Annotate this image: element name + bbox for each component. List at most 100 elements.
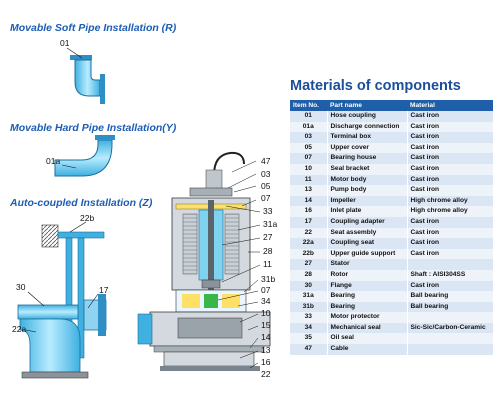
part-name-cell: Motor protector xyxy=(326,312,408,323)
material-cell xyxy=(407,344,493,355)
material-cell: High chrome alloy xyxy=(407,195,493,207)
materials-title: Materials of components xyxy=(290,78,461,94)
callout-pump-03: 03 xyxy=(261,169,271,179)
item-no-cell: 17 xyxy=(290,216,327,228)
pump-cross-section xyxy=(137,151,271,371)
material-cell: Ball bearing xyxy=(407,301,493,313)
material-cell xyxy=(407,333,493,345)
material-cell: Sic-Sic/Carbon-Ceramic xyxy=(407,322,493,334)
callout-pump-05: 05 xyxy=(261,181,271,191)
callout-pump-27: 27 xyxy=(263,232,273,242)
material-cell: Cast iron xyxy=(407,185,493,196)
item-no-cell: 10 xyxy=(290,163,327,175)
part-name-cell: Impeller xyxy=(326,195,408,207)
item-no-cell: 07 xyxy=(290,153,327,164)
item-no-cell: 47 xyxy=(290,344,327,355)
material-cell: Cast iron xyxy=(407,280,493,292)
part-name-cell: Motor body xyxy=(326,174,408,186)
material-cell xyxy=(407,259,493,270)
callout-auto-30: 30 xyxy=(16,282,26,292)
item-no-cell: 30 xyxy=(290,280,327,292)
auto-coupled-installation-title: Auto-coupled Installation (Z) xyxy=(10,197,153,209)
item-no-cell: 31b xyxy=(290,301,327,313)
callout-hard: 01a xyxy=(46,156,61,166)
part-name-cell: Stator xyxy=(326,259,408,270)
item-no-cell: 03 xyxy=(290,132,327,143)
material-cell: Cast iron xyxy=(407,121,493,133)
part-name-cell: Cable xyxy=(326,344,408,355)
part-name-cell: Bearing xyxy=(326,301,408,313)
callout-auto-22b: 22b xyxy=(80,213,95,223)
callout-pump-14: 14 xyxy=(261,332,271,342)
material-cell: Shaft : AISI304SS xyxy=(407,269,493,281)
item-no-cell: 35 xyxy=(290,333,327,345)
item-no-cell: 05 xyxy=(290,142,327,154)
part-name-cell: Flange xyxy=(326,280,408,292)
material-cell: Ball bearing xyxy=(407,291,493,302)
part-name-cell: Seat assembly xyxy=(326,227,408,239)
item-no-cell: 33 xyxy=(290,312,327,323)
item-no-cell: 34 xyxy=(290,322,327,334)
header-part-name: Part name xyxy=(327,100,407,111)
part-name-cell: Inlet plate xyxy=(326,206,408,217)
part-name-cell: Coupling adapter xyxy=(326,216,408,228)
part-name-cell: Mechanical seal xyxy=(326,322,408,334)
part-name-cell: Pump body xyxy=(326,185,408,196)
header-material: Material xyxy=(407,100,493,111)
auto-coupled-assembly xyxy=(17,221,107,379)
callout-auto-22a: 22a xyxy=(12,324,27,334)
material-cell: Cast iron xyxy=(407,142,493,154)
material-cell: Cast iron xyxy=(407,132,493,143)
item-no-cell: 28 xyxy=(290,269,327,281)
part-name-cell: Bearing house xyxy=(326,153,408,164)
material-cell: Cast iron xyxy=(407,111,493,122)
part-name-cell: Terminal box xyxy=(326,132,408,143)
part-name-cell: Rotor xyxy=(326,269,408,281)
material-cell: High chrome alloy xyxy=(407,206,493,217)
callout-pump-16: 16 xyxy=(261,357,271,367)
material-cell xyxy=(407,312,493,323)
callout-pump-33: 33 xyxy=(263,206,273,216)
callout-pump-15: 15 xyxy=(261,320,271,330)
material-cell: Cast iron xyxy=(407,153,493,164)
item-no-cell: 01 xyxy=(290,111,327,122)
item-no-cell: 13 xyxy=(290,185,327,196)
item-no-cell: 14 xyxy=(290,195,327,207)
callout-pump-31a: 31a xyxy=(263,219,278,229)
material-cell: Cast iron xyxy=(407,174,493,186)
soft-pipe-installation-title: Movable Soft Pipe Installation (R) xyxy=(10,22,177,34)
part-name-cell: Discharge connection xyxy=(326,121,408,133)
part-name-cell: Oil seal xyxy=(326,333,408,345)
callout-pump-11: 11 xyxy=(263,259,272,269)
material-cell: Cast iron xyxy=(407,227,493,239)
callout-pump-34: 34 xyxy=(261,296,271,306)
item-no-cell: 22 xyxy=(290,227,327,239)
part-name-cell: Bearing xyxy=(326,291,408,302)
callout-soft: 01 xyxy=(60,38,70,48)
hard-pipe-installation-title: Movable Hard Pipe Installation(Y) xyxy=(10,122,177,134)
item-no-cell: 22a xyxy=(290,238,327,249)
part-name-cell: Upper guide support xyxy=(326,248,408,260)
material-cell: Cast iron xyxy=(407,248,493,260)
callout-pump-28: 28 xyxy=(263,246,273,256)
